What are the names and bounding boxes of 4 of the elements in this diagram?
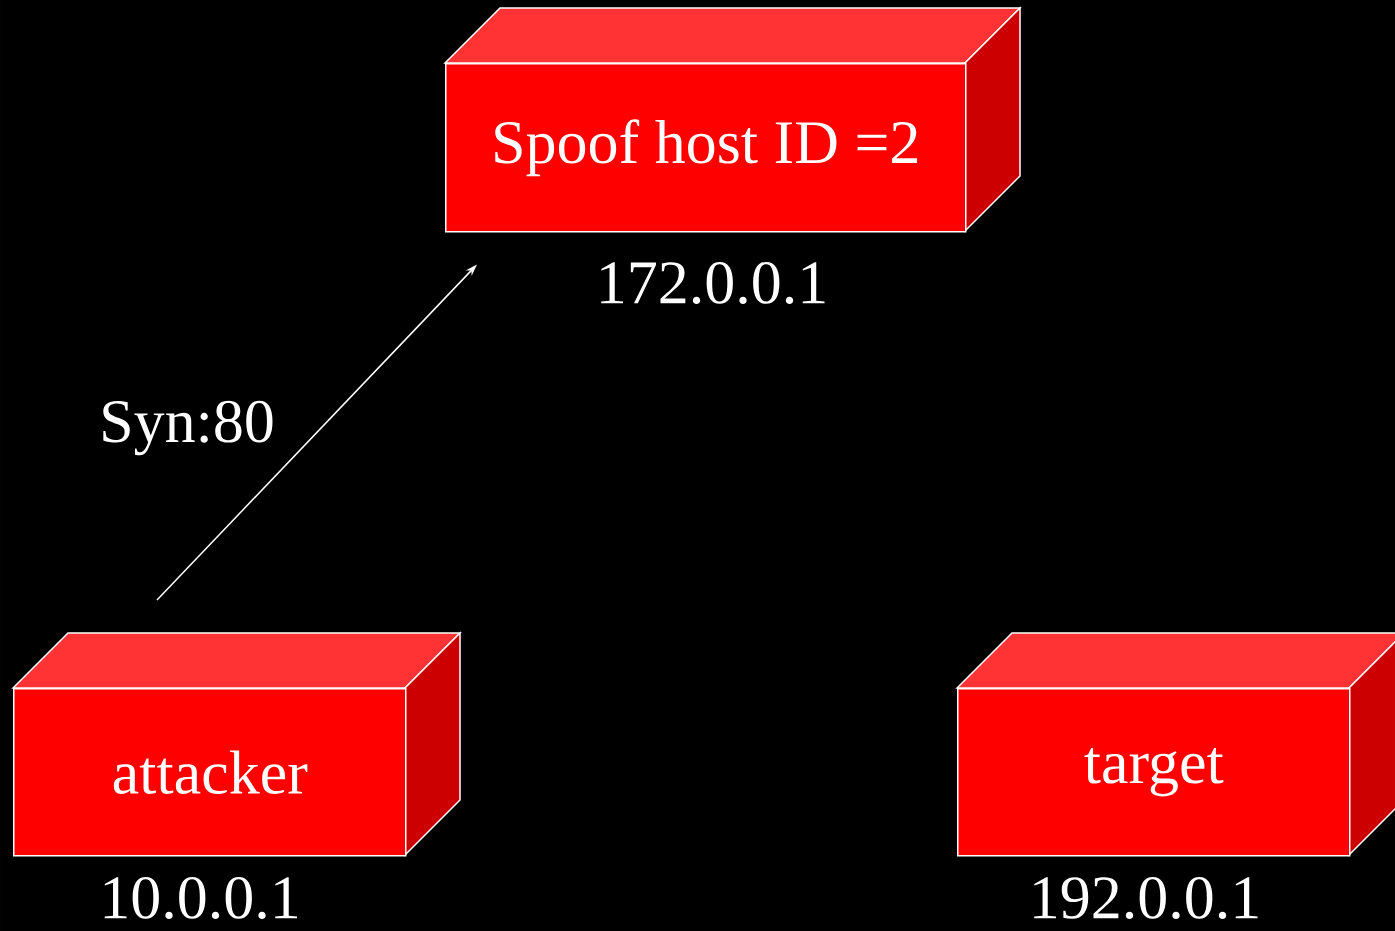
address-label: 10.0.0.1 [104,876,298,920]
address-label: 192.0.0.1 [1034,876,1258,920]
edge-label: Syn:80 [97,398,277,458]
address-label: 172.0.0.1 [601,261,825,305]
